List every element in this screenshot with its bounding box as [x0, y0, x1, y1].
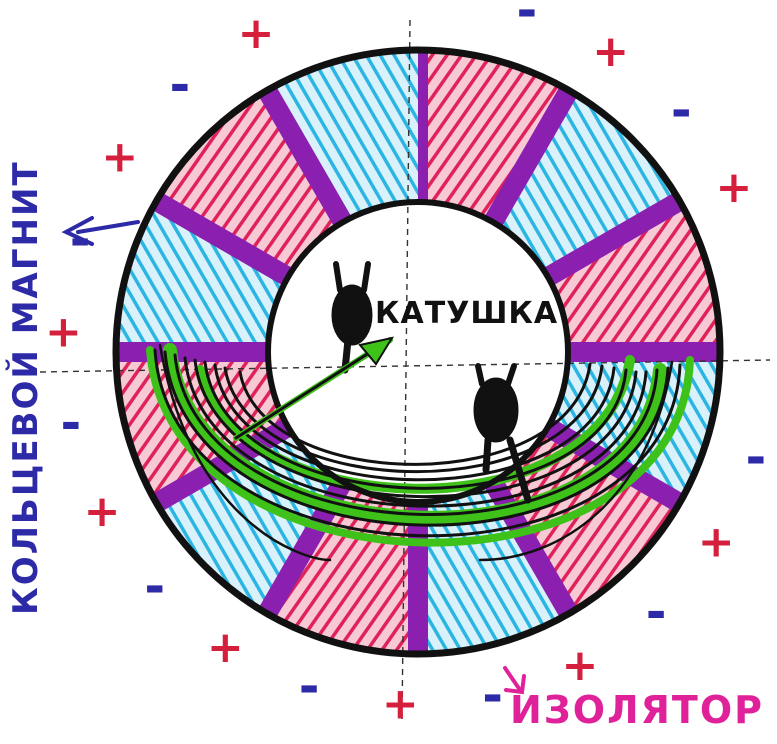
plus-sign: + — [698, 517, 735, 568]
insulator-spoke — [541, 190, 688, 287]
plus-sign: + — [382, 679, 419, 730]
minus-sign: - — [517, 0, 538, 40]
minus-sign: - — [169, 56, 190, 114]
plus-sign: + — [561, 640, 598, 691]
magenta-sector — [265, 480, 418, 654]
minus-sign: - — [482, 667, 503, 725]
cyan-sector — [116, 199, 290, 352]
plus-sign: + — [101, 131, 138, 182]
insulator-spoke — [148, 190, 295, 287]
minus-sign: - — [144, 558, 165, 616]
plus-sign: + — [592, 26, 629, 77]
minus-sign: - — [70, 211, 91, 269]
plus-sign: + — [715, 162, 752, 213]
minus-sign: - — [646, 583, 667, 641]
guide-lines — [39, 19, 771, 721]
minus-sign: - — [61, 394, 82, 452]
magenta-sector — [418, 50, 571, 224]
force-arrows — [233, 336, 395, 441]
insulator-spoke — [483, 475, 580, 622]
polarity-signs: -+-+-+-+-+-+-+-+-+-+ — [45, 0, 766, 730]
insulator-spoke — [256, 82, 353, 229]
field-lines — [146, 343, 694, 562]
cyan-sector — [265, 50, 418, 224]
coil-label: КАТУШКА — [375, 296, 559, 331]
ring-outline — [112, 46, 724, 658]
insulator-label: ИЗОЛЯТОР — [510, 688, 765, 732]
plus-sign: + — [84, 486, 121, 537]
insulator-pointer-arrow — [503, 666, 526, 695]
plus-sign: + — [238, 8, 275, 59]
minus-sign: - — [746, 428, 767, 486]
plus-sign: + — [45, 306, 82, 357]
plus-sign: + — [207, 622, 244, 673]
minus-sign: - — [299, 657, 320, 715]
magnet-pointer-arrow — [61, 216, 140, 246]
magenta-sector — [153, 87, 344, 279]
insulator-spoke — [483, 82, 580, 229]
magenta-sector — [546, 199, 720, 352]
coil-turn-symbols — [331, 261, 532, 504]
cyan-sector — [492, 87, 683, 279]
ring-magnet-label: КОЛЬЦЕВОЙ МАГНИТ — [6, 160, 46, 615]
minus-sign: - — [671, 81, 692, 139]
